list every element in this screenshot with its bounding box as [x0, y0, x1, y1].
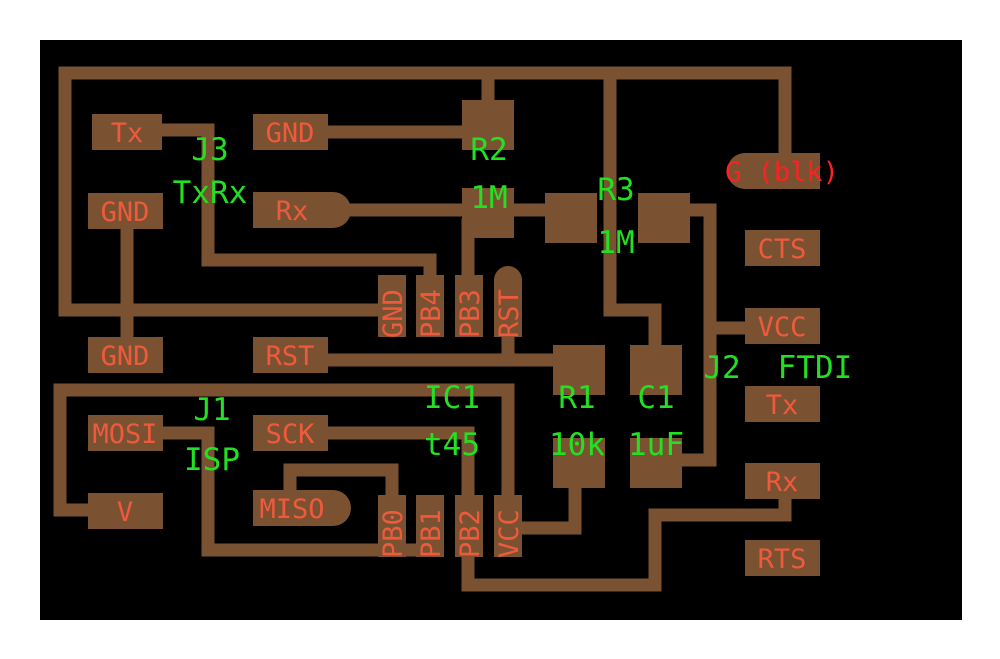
- pad-label-ic-rst: RST: [494, 289, 525, 338]
- pad-label-ftdi-tx: Tx: [766, 390, 799, 421]
- ic1-ref-label: IC1: [424, 380, 480, 416]
- pad-ic-rst: [494, 266, 522, 337]
- pad-j1-rst: [253, 337, 328, 373]
- r2-value-label: 1M: [470, 180, 507, 216]
- c1-value-label: 1uF: [628, 427, 684, 463]
- pad-c1-top: [630, 345, 682, 395]
- trace-vcc-right: [603, 66, 662, 357]
- pad-j1-sck: [253, 415, 328, 451]
- pad-label-ic-pb3: PB3: [455, 289, 486, 338]
- pad-r2-top: [462, 100, 514, 150]
- j2-ref-label: J2: [703, 350, 740, 386]
- pad-label-ic-gnd: GND: [378, 289, 409, 338]
- pad-ic-pb4: [416, 275, 444, 337]
- pad-label-ftdi-rx: Rx: [766, 467, 799, 498]
- pad-j1-mosi: [88, 415, 163, 451]
- pad-ic-pb1: [416, 495, 444, 557]
- trace-r1-vcc: [513, 478, 582, 535]
- pad-label-j3-gnd-left: GND: [101, 197, 150, 228]
- j3-ref-label: J3: [191, 132, 228, 168]
- pad-label-ftdi-cts: CTS: [758, 234, 807, 265]
- pad-label-ic-vcc: VCC: [494, 509, 525, 558]
- pad-c1-bottom: [630, 438, 682, 488]
- trace-mosi-pb1: [153, 426, 437, 557]
- pad-labels: Tx GND GND Rx GND RST MOSI SCK V MISO GN…: [92, 118, 838, 575]
- j2-value-label: FTDI: [778, 350, 853, 386]
- pad-j1-v: [88, 493, 163, 529]
- r1-value-label: 10k: [549, 427, 605, 463]
- pad-ftdi-tx: [745, 386, 820, 422]
- pad-label-j3-tx: Tx: [111, 118, 144, 149]
- r2-ref-label: R2: [470, 132, 507, 168]
- pad-ic-pb0: [378, 495, 406, 557]
- pad-label-ic-pb0: PB0: [378, 509, 409, 558]
- pad-label-j1-miso: MISO: [259, 494, 324, 525]
- pad-label-ftdi-gnd: G (blk): [725, 157, 839, 188]
- copper-pads: [88, 100, 820, 576]
- r3-value-label: 1M: [597, 225, 634, 261]
- pad-j3-tx: [92, 114, 162, 150]
- pad-ftdi-vcc: [745, 308, 820, 344]
- pad-label-j1-mosi: MOSI: [92, 419, 157, 450]
- pad-r3-left: [545, 193, 597, 243]
- pad-label-ic-pb1: PB1: [416, 509, 447, 558]
- pad-label-j3-gnd-top: GND: [266, 118, 315, 149]
- trace-isp-top: [53, 383, 515, 537]
- pad-ftdi-gnd: [727, 153, 820, 189]
- pad-ic-pb3: [455, 275, 483, 337]
- trace-top-loop: [58, 66, 792, 182]
- pad-label-j1-gnd: GND: [101, 341, 150, 372]
- pad-ftdi-cts: [745, 230, 820, 266]
- pad-r2-bottom: [462, 188, 514, 238]
- pad-r1-bottom: [553, 438, 605, 488]
- j1-value-label: ISP: [184, 442, 240, 478]
- pad-r3-right: [638, 193, 690, 243]
- j1-ref-label: J1: [193, 392, 230, 428]
- pad-label-ftdi-vcc: VCC: [758, 312, 807, 343]
- pad-ic-vcc: [494, 495, 522, 557]
- pad-label-j1-v: V: [117, 497, 133, 528]
- pad-ic-pb2: [455, 495, 483, 557]
- trace-pb2-rx: [461, 478, 792, 592]
- pad-ic-gnd: [378, 275, 406, 337]
- pad-label-j1-sck: SCK: [266, 419, 316, 450]
- trace-sck-pb2: [313, 426, 475, 527]
- pad-j3-rx: [253, 192, 351, 228]
- pad-r1-top: [553, 345, 605, 395]
- pad-label-j3-rx: Rx: [276, 196, 309, 227]
- r1-ref-label: R1: [558, 380, 595, 416]
- pad-ftdi-rx: [745, 463, 820, 499]
- pad-label-ftdi-rts: RTS: [758, 544, 807, 575]
- pad-j1-gnd: [88, 337, 163, 373]
- c1-ref-label: C1: [637, 380, 674, 416]
- pad-j1-miso: [253, 490, 351, 526]
- pad-ftdi-rts: [745, 540, 820, 576]
- pad-j3-gnd-left: [88, 193, 163, 229]
- pad-j3-gnd-top: [253, 114, 328, 150]
- pad-label-ic-pb2: PB2: [455, 509, 486, 558]
- pad-label-ic-pb4: PB4: [416, 289, 447, 338]
- trace-left-bottom: [53, 383, 99, 517]
- j3-value-label: TxRx: [173, 175, 248, 211]
- r3-ref-label: R3: [597, 172, 634, 208]
- pad-label-j1-rst: RST: [266, 341, 315, 372]
- component-labels: J3 TxRx R2 1M R3 1M J2 FTDI R1 10k C1 1u…: [173, 132, 853, 478]
- ic1-value-label: t45: [424, 427, 480, 463]
